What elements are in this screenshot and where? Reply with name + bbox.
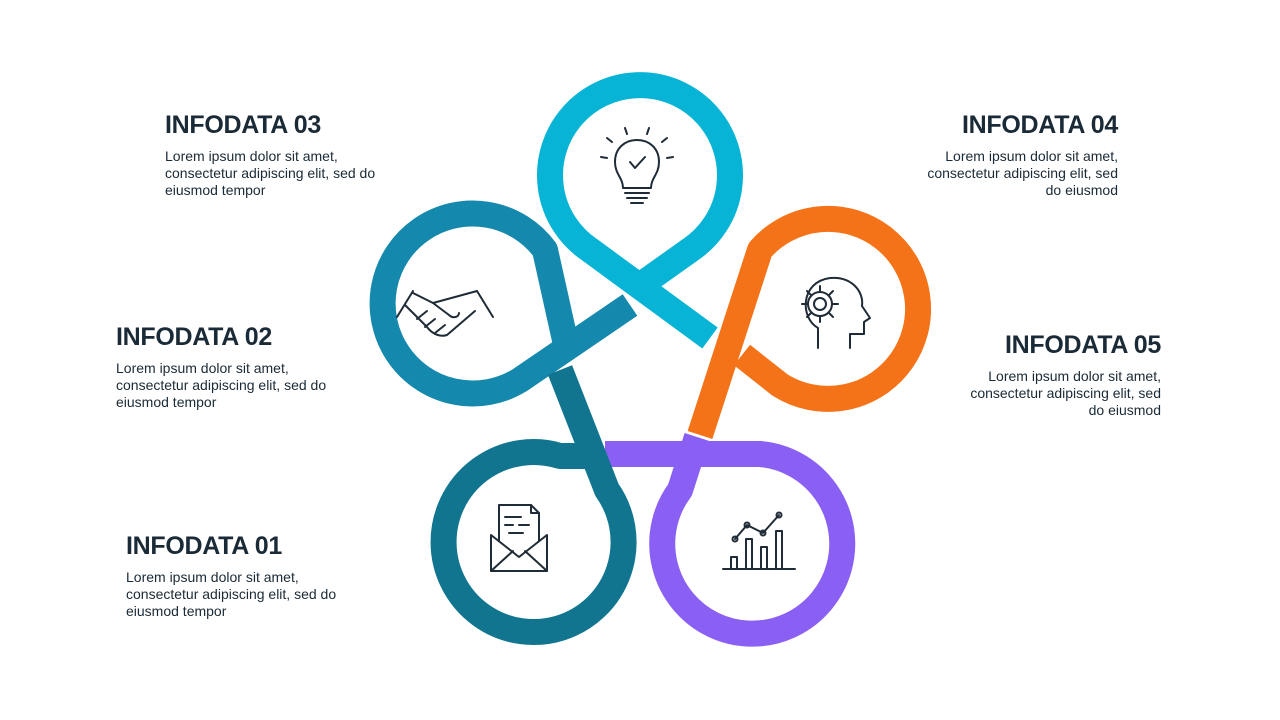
petal-02 <box>369 200 638 407</box>
petal-04 <box>687 205 932 440</box>
bar-chart-growth-icon <box>722 511 796 570</box>
info-title-01: INFODATA 01 <box>126 532 282 560</box>
info-title-04: INFODATA 04 <box>962 111 1118 139</box>
info-block-05: INFODATA 05 Lorem ipsum dolor sit amet, … <box>961 330 1161 419</box>
info-text-05: Lorem ipsum dolor sit amet, consectetur … <box>970 368 1161 418</box>
info-block-03: INFODATA 03 Lorem ipsum dolor sit amet, … <box>165 110 395 199</box>
envelope-document-icon <box>490 504 548 572</box>
info-text-01: Lorem ipsum dolor sit amet, consectetur … <box>126 569 337 619</box>
handshake-icon <box>396 290 494 337</box>
info-block-01: INFODATA 01 Lorem ipsum dolor sit amet, … <box>126 531 356 620</box>
info-title-03: INFODATA 03 <box>165 111 321 139</box>
info-text-02: Lorem ipsum dolor sit amet, consectetur … <box>116 360 327 410</box>
info-text-03: Lorem ipsum dolor sit amet, consectetur … <box>165 148 376 198</box>
petal-03 <box>537 72 743 349</box>
head-gear-icon <box>801 276 871 349</box>
lightbulb-check-icon <box>600 127 674 204</box>
petals <box>369 72 932 647</box>
info-title-02: INFODATA 02 <box>116 323 272 351</box>
info-text-04: Lorem ipsum dolor sit amet, consectetur … <box>927 148 1118 198</box>
info-block-02: INFODATA 02 Lorem ipsum dolor sit amet, … <box>116 322 346 411</box>
petal-01 <box>430 365 637 646</box>
petal-05 <box>605 433 856 647</box>
info-title-05: INFODATA 05 <box>1005 331 1161 359</box>
info-block-04: INFODATA 04 Lorem ipsum dolor sit amet, … <box>918 110 1118 199</box>
